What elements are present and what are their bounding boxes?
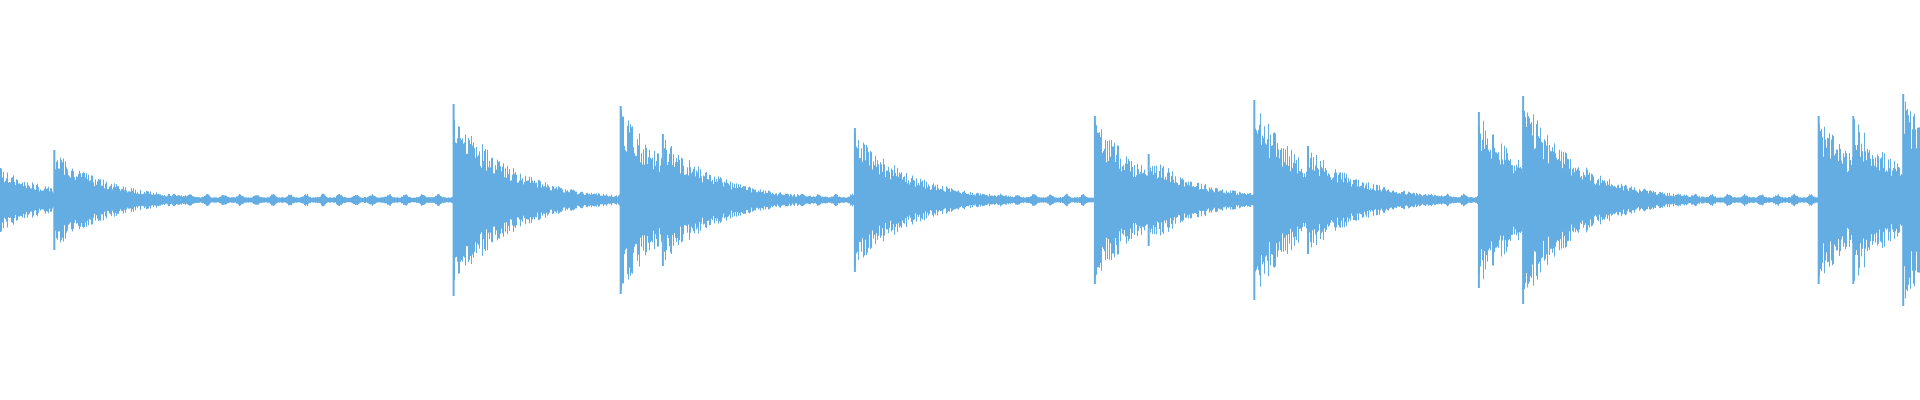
audio-waveform[interactable] (0, 0, 1920, 400)
waveform-view[interactable] (0, 0, 1920, 400)
